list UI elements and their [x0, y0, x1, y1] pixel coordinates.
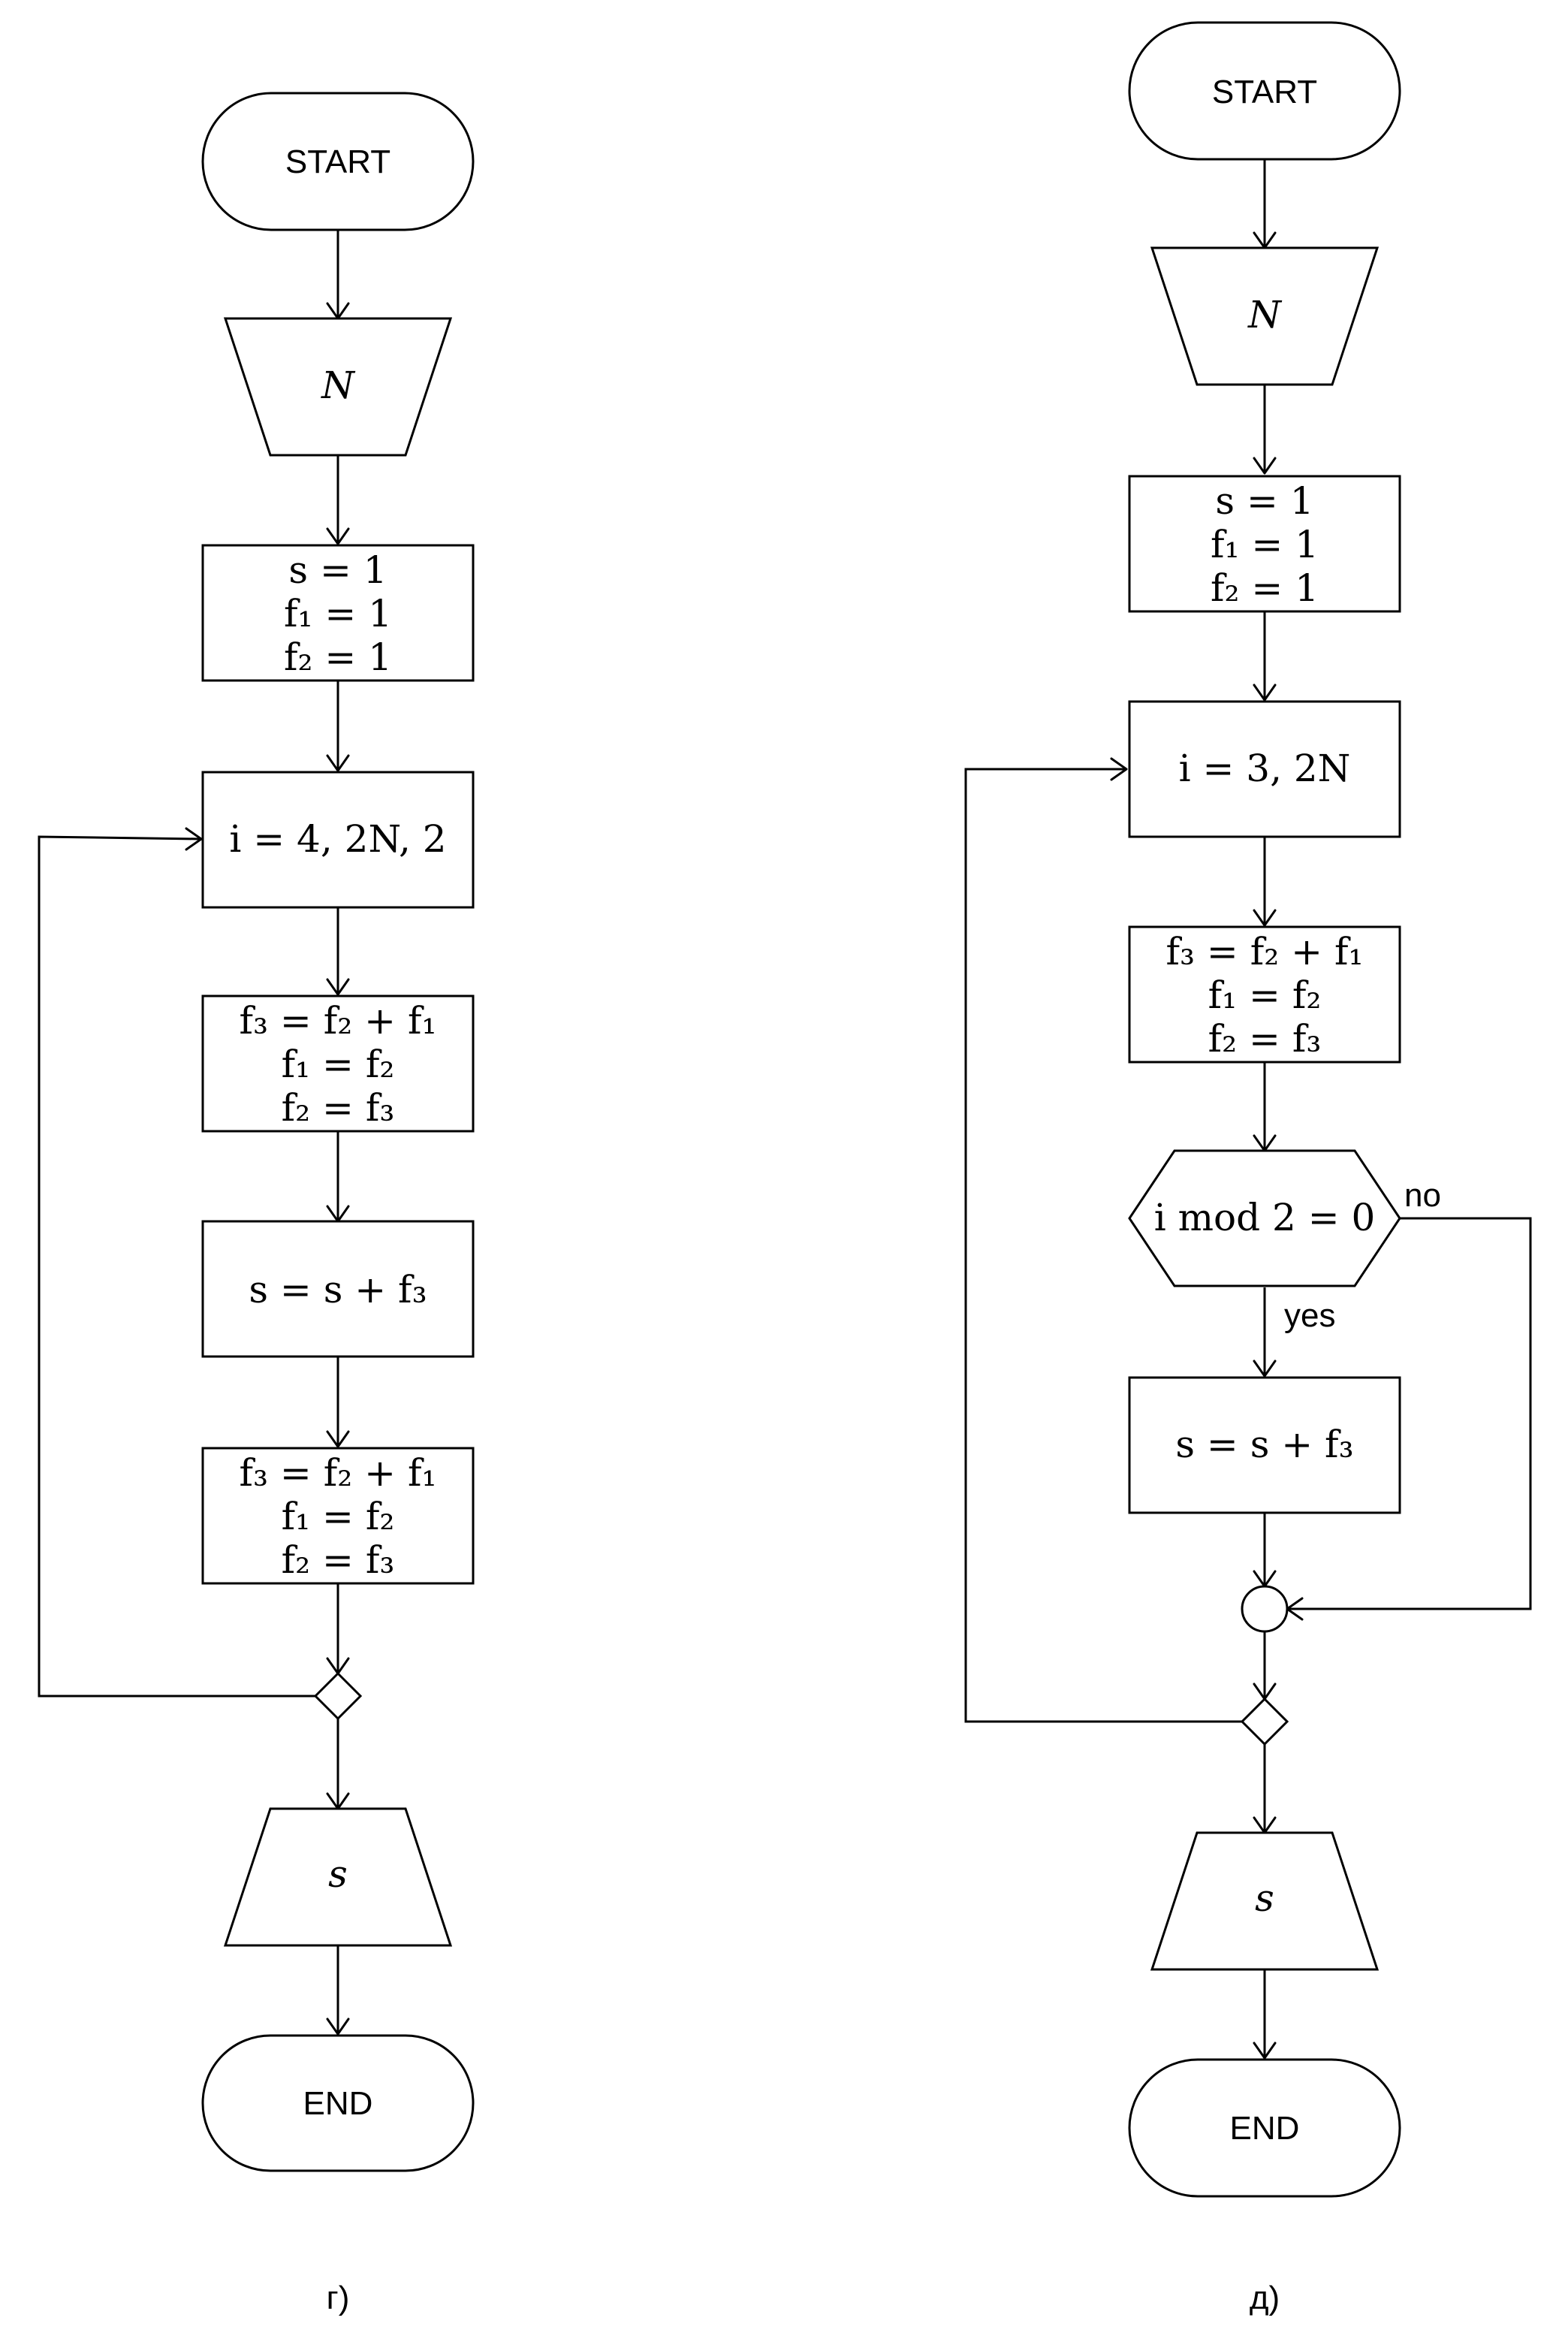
sum-label: s = s + f₃ — [249, 1268, 427, 1311]
arrowhead — [1253, 1360, 1277, 1378]
update1-line-2: f₁ = f₂ — [282, 1043, 395, 1086]
init-line-1: s = 1 — [1215, 479, 1313, 523]
update2-line-3: f₂ = f₃ — [282, 1538, 395, 1582]
start-label: START — [285, 143, 390, 180]
caption-g: г) — [327, 2280, 350, 2316]
edge-condition-no — [1287, 1217, 1532, 1610]
yes-label: yes — [1284, 1297, 1335, 1334]
edge-loop-back — [38, 835, 315, 1698]
update-line-3: f₂ = f₃ — [1208, 1017, 1322, 1061]
update-process-1 — [201, 994, 475, 1133]
arrowhead — [1253, 909, 1277, 927]
output-trapezoid — [1150, 1831, 1380, 1971]
end-label: END — [303, 2085, 373, 2122]
update-line-1: f₃ = f₂ + f₁ — [1165, 930, 1363, 973]
loop-label: i = 4, 2N, 2 — [229, 817, 446, 861]
input-trapezoid — [1150, 246, 1380, 386]
start-terminal — [1128, 21, 1401, 161]
arrowhead — [1110, 757, 1128, 781]
sum-process — [1128, 1376, 1401, 1514]
update1-line-1: f₃ = f₂ + f₁ — [239, 999, 436, 1043]
arrowhead — [326, 1430, 350, 1448]
loop-label: i = 3, 2N — [1179, 747, 1351, 790]
output-label: s — [1255, 1876, 1274, 1920]
arrowhead — [326, 754, 350, 772]
condition-hexagon — [1128, 1149, 1401, 1287]
init-line-1: s = 1 — [288, 548, 387, 592]
arrowhead — [1253, 457, 1277, 475]
loop-end-diamond — [313, 1671, 363, 1721]
loop-header — [201, 771, 475, 909]
end-label: END — [1230, 2110, 1300, 2147]
arrowhead — [1253, 2042, 1277, 2060]
input-trapezoid — [223, 317, 453, 457]
arrowhead — [326, 978, 350, 996]
end-terminal — [1128, 2058, 1401, 2198]
arrowhead — [326, 527, 350, 545]
loop-end-diamond — [1240, 1697, 1289, 1746]
merge-connector — [1241, 1585, 1289, 1633]
output-label: s — [328, 1852, 348, 1896]
arrowhead — [1253, 684, 1277, 702]
output-trapezoid — [223, 1807, 453, 1947]
end-terminal — [201, 2034, 475, 2172]
init-line-2: f₁ = 1 — [284, 592, 392, 635]
loop-header — [1128, 700, 1401, 838]
start-label: START — [1212, 74, 1317, 110]
sum-label: s = s + f₃ — [1175, 1423, 1353, 1466]
update-line-2: f₁ = f₂ — [1208, 973, 1322, 1017]
update2-line-1: f₃ = f₂ + f₁ — [239, 1451, 436, 1495]
update1-line-3: f₂ = f₃ — [282, 1086, 395, 1130]
input-label: N — [1247, 293, 1283, 337]
no-label: no — [1404, 1177, 1441, 1214]
arrowhead — [185, 827, 203, 851]
init-line-2: f₁ = 1 — [1211, 523, 1319, 566]
sum-process — [201, 1220, 475, 1358]
update-process-2 — [201, 1447, 475, 1585]
flowchart-d: START N s = 1 f₁ = 1 f₂ = 1 i = 3, 2N f₃… — [964, 21, 1532, 2316]
init-line-3: f₂ = 1 — [1211, 566, 1319, 610]
caption-d: д) — [1250, 2280, 1280, 2316]
flowchart-g: START N s = 1 f₁ = 1 f₂ = 1 i = 4, 2N, 2… — [38, 92, 475, 2316]
init-process — [1128, 475, 1401, 613]
init-process — [201, 544, 475, 682]
arrowhead — [326, 2018, 350, 2036]
condition-label: i mod 2 = 0 — [1154, 1196, 1376, 1239]
start-terminal — [201, 92, 475, 231]
update2-line-2: f₁ = f₂ — [282, 1495, 395, 1538]
edge-loop-back — [964, 768, 1242, 1723]
input-label: N — [321, 364, 356, 407]
init-line-3: f₂ = 1 — [284, 635, 392, 679]
update-process — [1128, 925, 1401, 1064]
